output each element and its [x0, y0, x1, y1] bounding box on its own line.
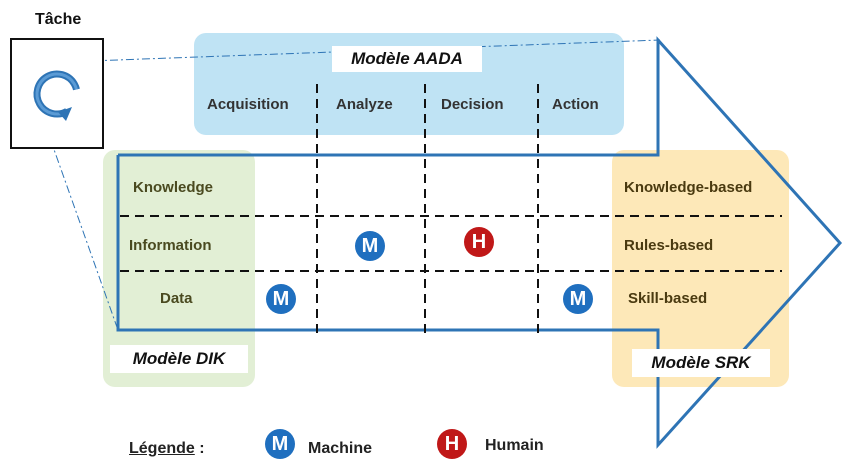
srk-row-rules-based: Rules-based	[624, 237, 714, 254]
srk-title: Modèle SRK	[632, 349, 770, 377]
aada-column-analyze: Analyze	[336, 96, 393, 113]
legend-human-badge: H	[437, 429, 467, 459]
srk-band	[612, 150, 789, 387]
aada-column-action: Action	[552, 96, 599, 113]
dik-title: Modèle DIK	[110, 345, 248, 373]
dik-row-knowledge: Knowledge	[133, 179, 214, 196]
srk-row-knowledge-based: Knowledge-based	[624, 179, 753, 196]
legend-separator: :	[194, 440, 205, 457]
dik-band	[103, 150, 255, 387]
legend-label: Légende :	[129, 440, 205, 458]
aada-column-decision: Decision	[441, 96, 504, 113]
dik-row-information: Information	[129, 237, 212, 254]
dik-row-data: Data	[160, 290, 193, 307]
task-label: Tâche	[35, 11, 82, 28]
arrow-outline	[116, 36, 843, 449]
machine-badge-data-action: M	[563, 284, 593, 314]
cycle-icon	[33, 70, 81, 121]
legend-machine-badge: M	[265, 429, 295, 459]
legend-label-text: Légende	[129, 440, 195, 457]
aada-title: Modèle AADA	[332, 46, 482, 72]
legend-human-text: Humain	[485, 437, 544, 454]
srk-row-skill-based: Skill-based	[628, 290, 708, 307]
machine-badge-data-acquisition: M	[266, 284, 296, 314]
legend-machine-text: Machine	[308, 440, 373, 457]
task-box	[10, 38, 104, 149]
machine-badge-information-analyze: M	[355, 231, 385, 261]
human-badge-information-decision: H	[464, 227, 494, 257]
aada-band	[194, 33, 624, 135]
aada-column-acquisition: Acquisition	[207, 96, 289, 113]
